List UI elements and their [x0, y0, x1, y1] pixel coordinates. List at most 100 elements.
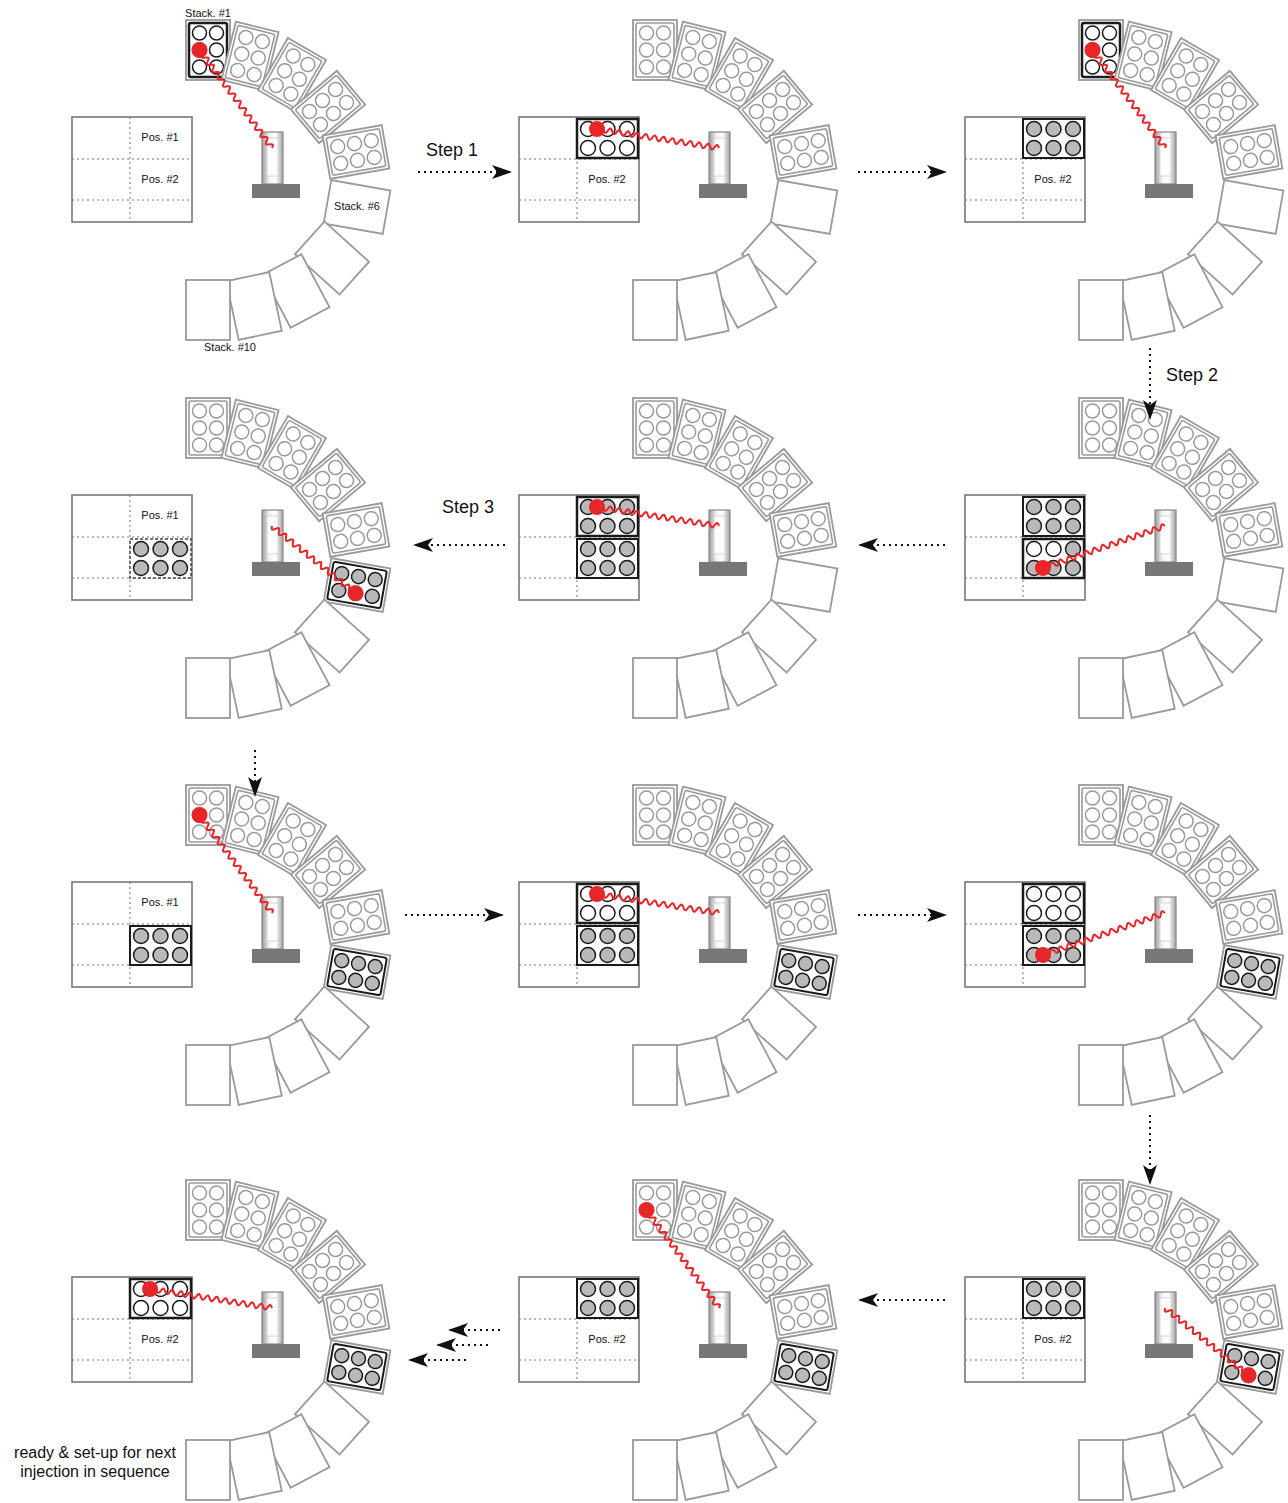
plate-tray [72, 117, 192, 222]
flow-arrow [1149, 348, 1151, 418]
detector-lamp [1145, 132, 1193, 198]
stack-slot [324, 558, 391, 612]
well-plate [1023, 497, 1084, 536]
well-plate [577, 539, 638, 578]
detector-lamp [252, 1292, 300, 1358]
flow-arrow [438, 1344, 488, 1346]
position-label: Stack. #10 [204, 341, 256, 354]
stack-slot [323, 1285, 390, 1339]
stack-slot [770, 890, 837, 944]
stack-slot [1119, 272, 1175, 340]
detector-lamp [1145, 510, 1193, 576]
detector-lamp [1145, 897, 1193, 963]
light-beam [597, 892, 719, 914]
detector-lamp [699, 1292, 747, 1358]
stack-slot [186, 280, 230, 340]
position-label: Pos. #2 [588, 1333, 625, 1346]
sampler-panel [965, 398, 1283, 718]
stack-slot [1216, 1285, 1283, 1339]
stack-slot [771, 1340, 838, 1394]
stack-slot [324, 180, 391, 234]
stack-slot [770, 1285, 837, 1339]
spot [142, 1281, 158, 1297]
light-beam [1042, 524, 1165, 569]
well-plate [577, 1279, 638, 1318]
stack-slot [1216, 890, 1283, 944]
stack-slot [673, 1037, 729, 1105]
sampler-panel [519, 785, 837, 1105]
flow-arrow [858, 914, 945, 916]
light-beam [597, 127, 719, 149]
stack-slot [1079, 658, 1123, 718]
stack-slot [1217, 1340, 1284, 1394]
stack-slot [770, 503, 837, 557]
flow-arrow [1149, 1115, 1151, 1183]
spot [1035, 947, 1051, 963]
light-beam [1094, 50, 1166, 148]
plate-tray [519, 1277, 639, 1382]
flow-arrow [415, 544, 505, 546]
light-beam [150, 1287, 272, 1309]
position-label: Pos. #2 [588, 173, 625, 186]
sampler-panel [72, 398, 390, 718]
light-beam [648, 1210, 720, 1308]
stack-slot [226, 650, 282, 718]
stack-slot [771, 945, 838, 999]
stack-slot [770, 125, 837, 179]
flow-arrow [254, 750, 256, 795]
light-beam [201, 815, 273, 913]
position-label: Stack. #1 [185, 7, 231, 20]
stack-slot [1216, 503, 1283, 557]
detector-lamp [699, 510, 747, 576]
note-text: ready & set-up for next injection in seq… [10, 1443, 180, 1481]
position-label: Pos. #1 [141, 896, 178, 909]
detector-lamp [699, 132, 747, 198]
flow-arrow [858, 171, 945, 173]
stack-slot [186, 1045, 230, 1105]
sampler-panel [519, 1180, 837, 1500]
stack-slot [673, 650, 729, 718]
stack-slot [186, 1440, 230, 1500]
stack-slot [1079, 1045, 1123, 1105]
well-plate [130, 1279, 191, 1318]
position-label: Pos. #2 [141, 173, 178, 186]
flow-arrow [405, 914, 502, 916]
position-label: Pos. #1 [141, 509, 178, 522]
flow-arrow [450, 1329, 500, 1331]
plate-tray [965, 495, 1085, 600]
step-label: Step 2 [1166, 365, 1218, 387]
stack-slot [633, 658, 677, 718]
light-beam [272, 526, 357, 592]
spot [348, 585, 364, 601]
stack-slot [1119, 1432, 1175, 1500]
spot [1241, 1367, 1257, 1383]
well-plate [130, 926, 191, 965]
sampler-panel [519, 20, 837, 340]
spot [1085, 42, 1101, 58]
detector-lamp [252, 132, 300, 198]
position-label: Pos. #1 [141, 131, 178, 144]
position-label: Pos. #2 [1034, 1333, 1071, 1346]
flow-arrow [860, 1299, 945, 1301]
stack-slot [1079, 280, 1123, 340]
spot [192, 42, 208, 58]
stack-slot [226, 272, 282, 340]
stack-slot [226, 1037, 282, 1105]
stack-slot [771, 180, 838, 234]
flow-arrow [860, 544, 945, 546]
spot [192, 807, 208, 823]
plate-tray [72, 882, 192, 987]
stack-slot [1217, 558, 1284, 612]
position-label: Pos. #2 [1034, 173, 1071, 186]
stack-slot [226, 1432, 282, 1500]
sampler-panel [72, 20, 390, 340]
spot [1035, 560, 1051, 576]
position-label: Pos. #2 [141, 1333, 178, 1346]
plate-tray [965, 117, 1085, 222]
light-beam [1042, 911, 1165, 956]
well-plate [577, 926, 638, 965]
stack-slot [1216, 125, 1283, 179]
stack-slot [673, 1432, 729, 1500]
stack-slot [324, 1340, 391, 1394]
step-label: Step 3 [442, 497, 494, 519]
